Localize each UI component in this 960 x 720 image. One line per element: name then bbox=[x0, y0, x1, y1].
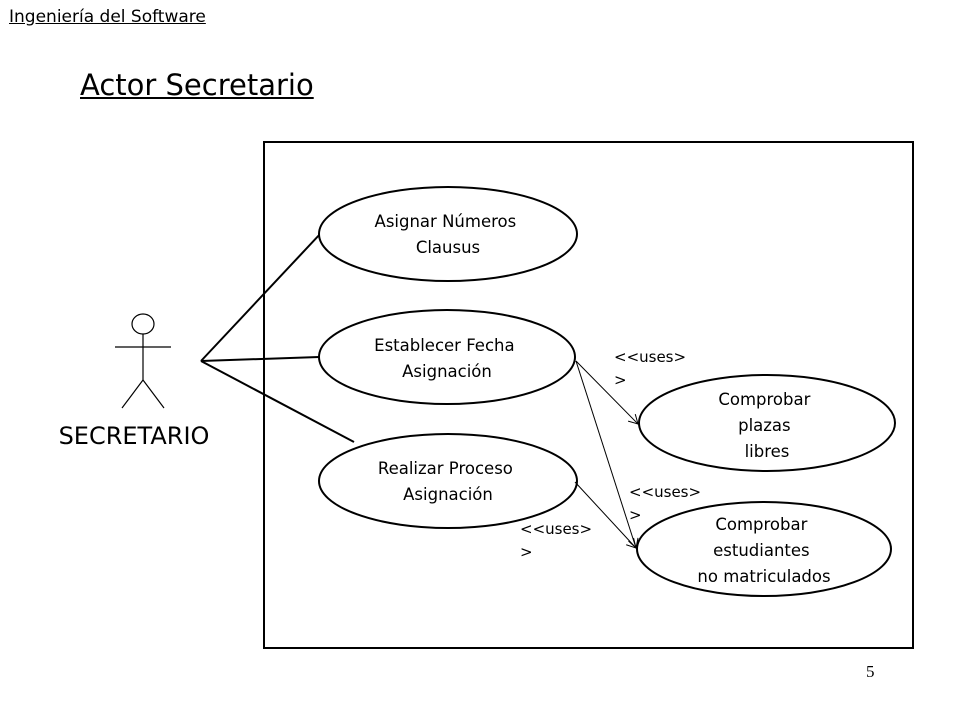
slide-title: Actor Secretario bbox=[80, 68, 314, 102]
use-case-establecer-fecha-asignacion bbox=[318, 309, 576, 405]
use-case-label-line: estudiantes bbox=[713, 541, 810, 560]
use-case-asignar-numeros-clausus bbox=[318, 186, 578, 282]
actor-figure bbox=[115, 313, 171, 409]
uses-arrow-establecer-estudiantes bbox=[575, 360, 639, 549]
use-case-label-realizar: Realizar Proceso Asignación bbox=[378, 459, 518, 504]
use-case-label-line: plazas bbox=[738, 416, 791, 435]
use-case-label-line: no matriculados bbox=[697, 567, 830, 586]
use-case-label-line: Clausus bbox=[416, 238, 480, 257]
association-realizar bbox=[200, 360, 355, 443]
association-asignar bbox=[200, 232, 322, 362]
use-case-label-comprobar-estudiantes: Comprobar estudiantes no matriculados bbox=[697, 515, 830, 586]
uses-label-realizar-estudiantes: <<uses> > bbox=[520, 520, 597, 561]
uses-label-line: <<uses> bbox=[614, 348, 686, 366]
use-case-label-line: Comprobar bbox=[718, 390, 810, 409]
uses-arrow-realizar-estudiantes bbox=[574, 481, 637, 549]
uses-label-line: > bbox=[629, 506, 642, 524]
page-number: 5 bbox=[866, 662, 875, 681]
use-case-label-asignar: Asignar Números Clausus bbox=[375, 212, 522, 257]
use-case-label-line: Asignación bbox=[403, 485, 493, 504]
use-case-comprobar-estudiantes-no-matriculados bbox=[636, 501, 892, 597]
uses-label-line: > bbox=[520, 543, 533, 561]
use-case-label-comprobar-plazas: Comprobar plazas libres bbox=[718, 390, 815, 461]
uses-label-line: <<uses> bbox=[520, 520, 592, 538]
use-case-label-line: Realizar Proceso bbox=[378, 459, 513, 478]
use-case-comprobar-plazas-libres bbox=[638, 374, 896, 472]
uses-label-line: > bbox=[614, 371, 627, 389]
uses-label-line: <<uses> bbox=[629, 483, 701, 501]
use-case-label-line: Asignación bbox=[402, 362, 492, 381]
actor-head bbox=[131, 313, 155, 335]
use-case-label-line: Comprobar bbox=[715, 515, 807, 534]
uses-arrow-establecer-plazas bbox=[575, 360, 639, 425]
actor-left-leg bbox=[121, 379, 144, 409]
actor-right-leg bbox=[142, 379, 165, 409]
use-case-label-line: libres bbox=[745, 442, 790, 461]
uses-label-establecer-estudiantes: <<uses> > bbox=[629, 483, 706, 524]
course-header: Ingeniería del Software bbox=[9, 7, 206, 27]
use-case-realizar-proceso-asignacion bbox=[318, 433, 578, 529]
uses-label-establecer-plazas: <<uses> > bbox=[614, 348, 691, 389]
actor-label: SECRETARIO bbox=[59, 422, 210, 450]
use-case-label-line: Establecer Fecha bbox=[374, 336, 514, 355]
use-case-label-establecer: Establecer Fecha Asignación bbox=[374, 336, 520, 381]
use-case-label-line: Asignar Números bbox=[375, 212, 517, 231]
association-establecer bbox=[200, 356, 320, 362]
